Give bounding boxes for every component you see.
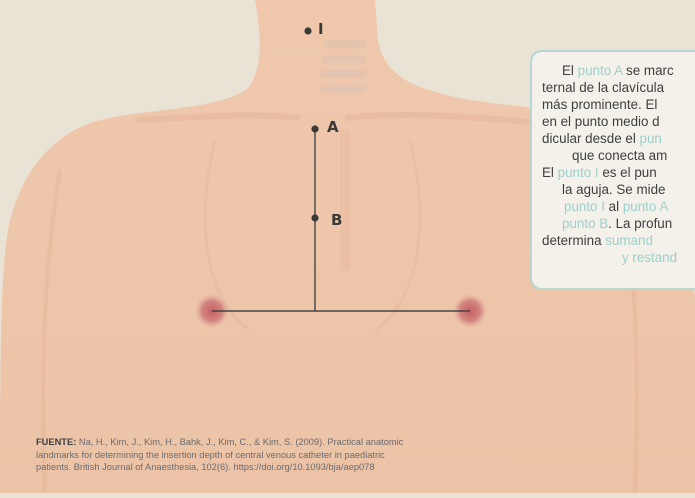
point-i-label: I bbox=[318, 20, 324, 38]
point-a-label: A bbox=[327, 118, 339, 136]
callout-line-8: la aguja. Se mide bbox=[542, 181, 695, 198]
point-i-dot bbox=[304, 27, 311, 34]
source-line-2: landmarks for determining the insertion … bbox=[36, 450, 385, 460]
callout-line-12: y restand bbox=[542, 249, 695, 266]
point-b-label: B bbox=[331, 211, 342, 229]
source-line-3: patients. British Journal of Anaesthesia… bbox=[36, 462, 375, 472]
callout-line-2: ternal de la clavícula bbox=[542, 79, 695, 96]
callout-line-10: punto B. La profun bbox=[542, 215, 695, 232]
callout-line-3: más prominente. El bbox=[542, 96, 695, 113]
source-citation: FUENTE: Na, H., Kim, J., Kim, H., Bahk, … bbox=[36, 436, 596, 474]
callout-line-6: que conecta am bbox=[542, 147, 695, 164]
callout-line-1: El punto A se marc bbox=[542, 62, 695, 79]
callout-line-11: determina sumand bbox=[542, 232, 695, 249]
point-a-dot bbox=[311, 125, 318, 132]
explanation-callout: El punto A se marc ternal de la clavícul… bbox=[530, 50, 695, 290]
callout-line-9: punto I al punto A bbox=[542, 198, 695, 215]
callout-line-4: en el punto medio d bbox=[542, 113, 695, 130]
source-line-1: Na, H., Kim, J., Kim, H., Bahk, J., Kim,… bbox=[76, 437, 403, 447]
callout-line-5: dicular desde el pun bbox=[542, 130, 695, 147]
point-b-dot bbox=[311, 214, 318, 221]
callout-line-7: El punto I es el pun bbox=[542, 164, 695, 181]
source-label: FUENTE: bbox=[36, 437, 76, 447]
